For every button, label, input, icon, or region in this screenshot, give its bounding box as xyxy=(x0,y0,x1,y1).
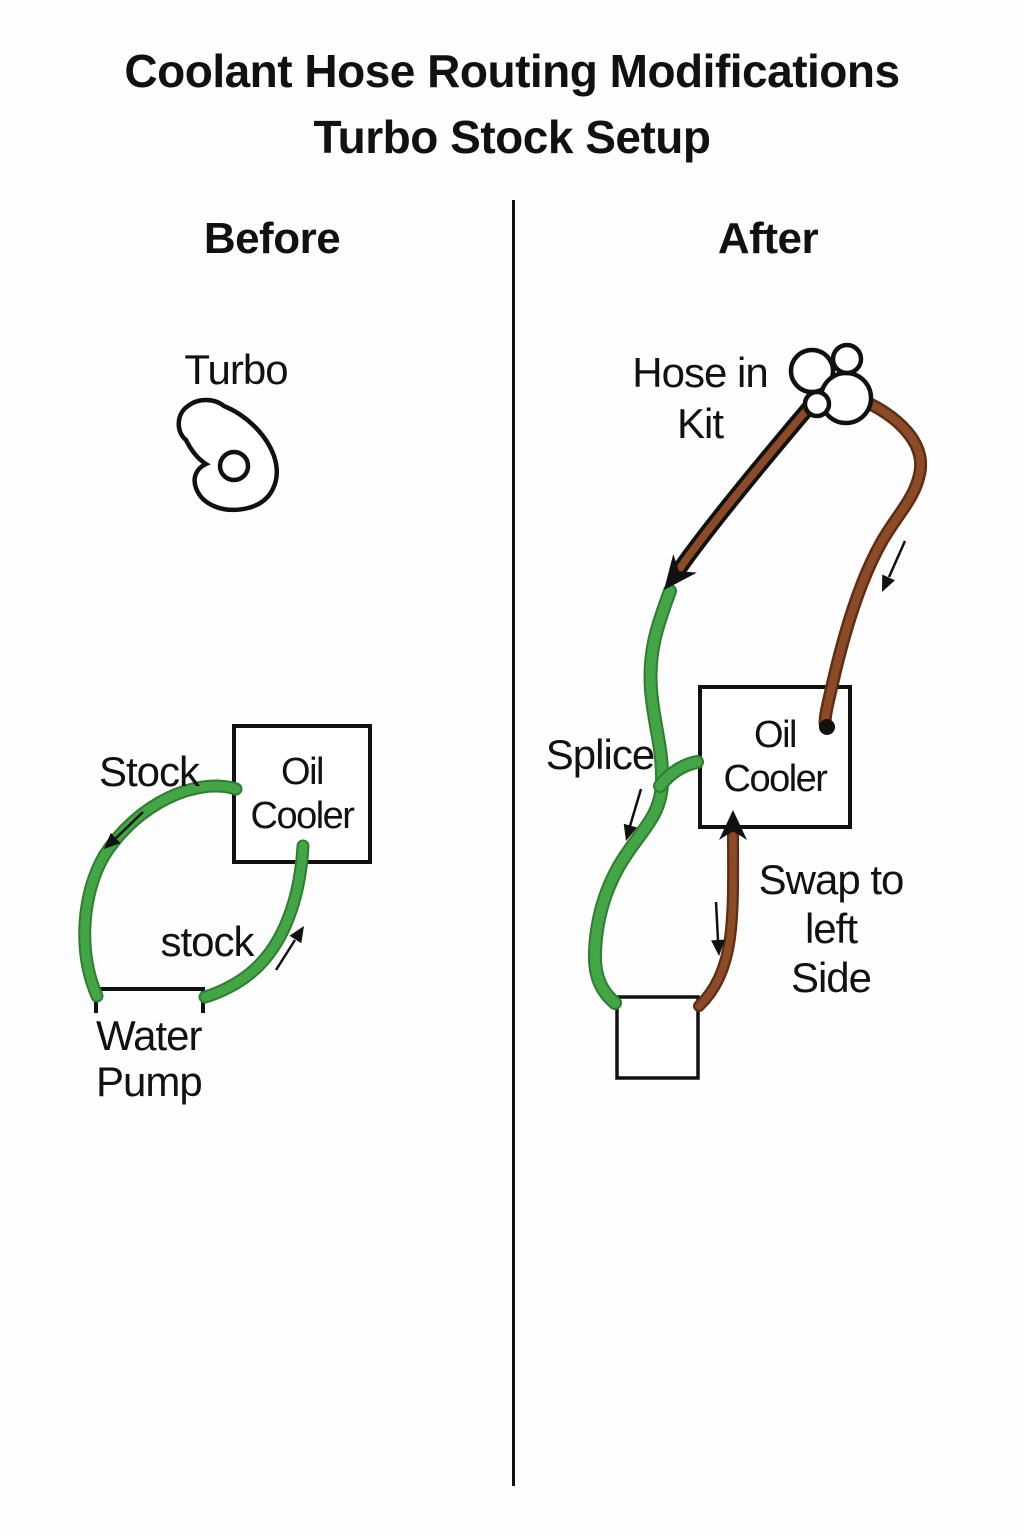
after-swap-label-line3: Side xyxy=(790,954,872,1001)
page-title-line-2: Turbo Stock Setup xyxy=(313,111,712,163)
before-stock-hose-upper xyxy=(80,781,241,1001)
after-kit-hose-arrowhead xyxy=(664,554,697,590)
after-water-pump-box xyxy=(615,995,700,1080)
after-splice-label: Splice xyxy=(545,731,655,778)
before-stock-lower-label: stock xyxy=(160,918,254,965)
before-flow-arrow-lower-line xyxy=(274,939,297,971)
before-stock-hose-lower xyxy=(200,841,308,1002)
after-flow-arrow-right-head xyxy=(882,574,895,592)
after-oil-cooler-label: Oil Cooler xyxy=(700,687,850,827)
after-brown-hose-end-fitting xyxy=(819,719,835,735)
after-flow-arrow-swap-line xyxy=(714,901,720,941)
after-hose-in-kit-label: Hose in Kit xyxy=(632,347,768,449)
before-flow-arrow-upper-line xyxy=(115,811,144,839)
after-kit-hose xyxy=(674,402,814,575)
after-swap-hose-arrowhead xyxy=(719,810,747,840)
page-title-line-1: Coolant Hose Routing Modifications xyxy=(124,45,900,97)
after-swap-hose xyxy=(695,832,737,1010)
after-hose-in-kit-label-line1: Hose in xyxy=(632,349,768,396)
before-water-pump-label-line1: Water xyxy=(96,1012,202,1059)
before-oil-cooler-label-line2: Cooler xyxy=(250,795,355,837)
before-water-pump-bracket xyxy=(94,987,205,1013)
before-stock-upper-label: Stock xyxy=(98,748,200,795)
before-oil-cooler-label-line1: Oil xyxy=(281,751,324,793)
after-green-splice-branch xyxy=(655,757,702,791)
after-brown-hose-right xyxy=(821,397,925,727)
after-swap-label-line2: left xyxy=(804,905,858,952)
after-hose-in-kit-label-line2: Kit xyxy=(676,400,724,447)
after-swap-label: Swap to left Side xyxy=(758,855,905,1002)
after-green-hose-main xyxy=(589,586,675,1008)
before-water-pump-label: Water Pump xyxy=(96,1012,203,1105)
before-turbo-port-icon xyxy=(217,449,251,483)
after-turbo-port-icon xyxy=(802,389,832,419)
after-heading: After xyxy=(717,214,819,263)
after-oil-cooler-label-line2: Cooler xyxy=(723,758,828,800)
after-swap-label-line1: Swap to xyxy=(758,856,905,903)
after-flow-arrow-right-line xyxy=(887,540,907,578)
after-oil-cooler-label-line1: Oil xyxy=(754,714,797,756)
after-flow-arrow-green-head xyxy=(623,823,638,841)
after-flow-arrow-swap-head xyxy=(711,939,726,956)
before-turbo-label: Turbo xyxy=(184,346,288,393)
before-water-pump-label-line2: Pump xyxy=(96,1058,203,1105)
after-turbo-icon-lobe-top xyxy=(830,342,864,376)
before-flow-arrow-lower-head xyxy=(289,926,304,944)
before-flow-arrow-upper-head xyxy=(104,832,121,849)
before-heading: Before xyxy=(203,214,341,263)
before-oil-cooler-label: Oil Cooler xyxy=(234,726,370,862)
after-flow-arrow-green-line xyxy=(628,788,643,827)
